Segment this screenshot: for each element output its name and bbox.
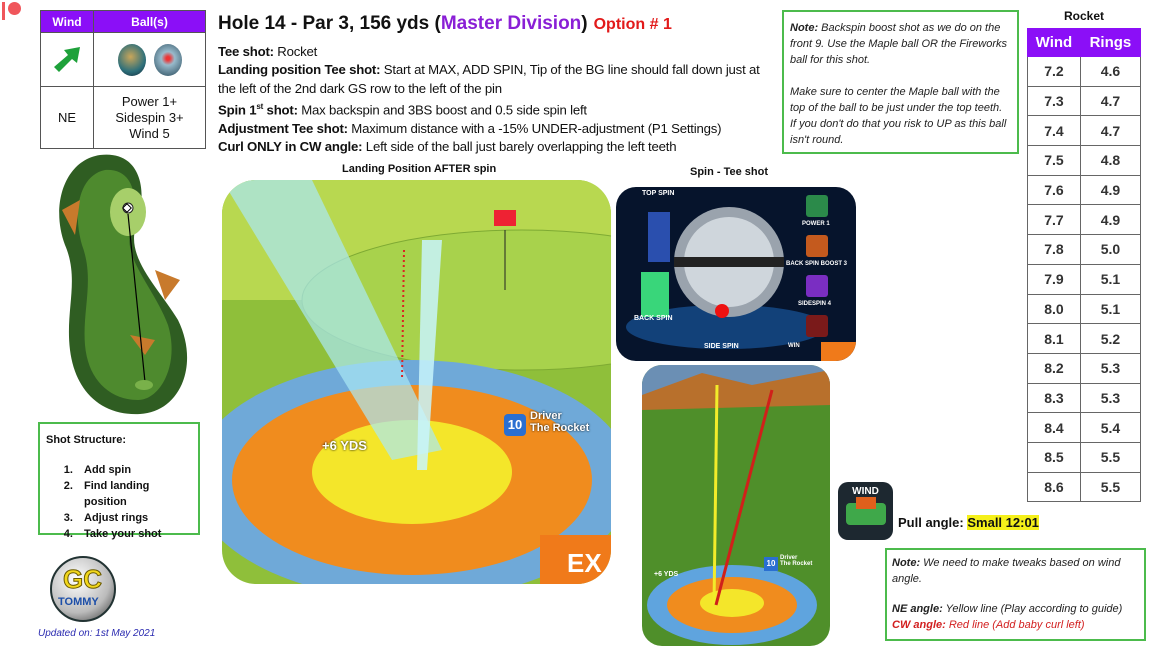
wind-cell: 7.2 [1027, 56, 1081, 87]
svg-text:EX: EX [567, 548, 602, 578]
rings-cell: 4.9 [1079, 174, 1142, 206]
backspin-boost: BACK SPIN BOOST 3 [786, 261, 848, 267]
maple-ball-icon [117, 43, 146, 76]
wind-arrow-icon [40, 32, 94, 87]
rings-cell: 4.9 [1079, 204, 1142, 236]
wind-cell: 8.6 [1027, 471, 1081, 503]
wind-cell: 7.7 [1027, 204, 1081, 236]
step: Add spin [76, 462, 192, 478]
wind-direction: NE [40, 86, 94, 149]
wind-cell: 8.4 [1027, 412, 1081, 443]
wind-icon: WIND [838, 482, 893, 540]
sidespin-boost: SIDESPIN 4 [798, 301, 832, 307]
shot-structure: Shot Structure: Add spin Find landing po… [38, 422, 200, 540]
wind-cell: 8.5 [1027, 441, 1081, 473]
wind-cell: 7.5 [1027, 145, 1081, 176]
step: Adjust rings [76, 510, 192, 526]
wind-cell: 7.6 [1027, 174, 1081, 206]
rings-cell: 5.4 [1079, 412, 1142, 443]
instruction-adjustment: Adjustment Tee shot: Maximum distance wi… [218, 120, 722, 136]
header-wind: Wind [40, 10, 94, 33]
power-boost: POWER 1 [802, 221, 830, 227]
wind-cell: 7.9 [1027, 263, 1081, 295]
wind-cell: 7.3 [1027, 85, 1081, 117]
rings-cell: 4.6 [1079, 56, 1142, 87]
spin-label: Spin - Tee shot [690, 166, 769, 178]
instructions: Tee shot: Rocket Landing position Tee sh… [218, 43, 778, 156]
wind-cell: 8.1 [1027, 323, 1081, 354]
rings-cell: 5.1 [1079, 293, 1142, 325]
wind-cell: 7.8 [1027, 234, 1081, 265]
note-top: Note: Backspin boost shot as we do on th… [782, 10, 1019, 154]
instruction-tee-shot: Tee shot: Rocket [218, 44, 318, 59]
spin-screenshot: TOP SPIN BACK SPIN SIDE SPIN POWER 1 BAC… [616, 187, 856, 361]
instruction-spin: Spin 1st shot: Max backspin and 3BS boos… [218, 101, 587, 118]
pull-angle: Pull angle: Small 12:01 [898, 515, 1039, 530]
rings-cell: 5.0 [1079, 234, 1142, 265]
patreon-icon[interactable] [0, 0, 22, 24]
ball-stats: Power 1+Sidespin 3+Wind 5 [93, 86, 206, 149]
wind-cell: 8.3 [1027, 382, 1081, 414]
rocket-table-title: Rocket [1063, 9, 1104, 23]
instruction-curl: Curl ONLY in CW angle: Left side of the … [218, 138, 677, 154]
rings-cell: 4.8 [1079, 145, 1142, 176]
instruction-landing: Landing position Tee shot: Start at MAX,… [218, 62, 760, 96]
rings-cell: 5.5 [1079, 471, 1142, 503]
course-map [59, 154, 188, 415]
rings-cell: 4.7 [1079, 115, 1142, 147]
rings-cell: 5.5 [1079, 441, 1142, 473]
rings-cell: 5.3 [1079, 352, 1142, 384]
header-balls: Ball(s) [93, 10, 206, 33]
updated-date: Updated on: 1st May 2021 [38, 628, 156, 639]
wind-cell: 8.0 [1027, 293, 1081, 325]
note-bottom: Note: We need to make tweaks based on wi… [885, 548, 1146, 641]
step: Find landing position [76, 478, 192, 510]
option-label: Option # 1 [593, 16, 672, 33]
fireworks-ball-icon [153, 43, 182, 76]
club-level: 10 [504, 414, 526, 436]
rings-cell: 5.3 [1079, 382, 1142, 414]
landing-label: Landing Position AFTER spin [342, 163, 497, 175]
yds-bonus: +6 YDS [322, 438, 367, 453]
rings-cell: 4.7 [1079, 85, 1142, 117]
wind-cell: 7.4 [1027, 115, 1081, 147]
wind-cell: 8.2 [1027, 352, 1081, 384]
step: Take your shot [76, 526, 192, 542]
rings-cell: 5.2 [1079, 323, 1142, 354]
rings-cell: 5.1 [1079, 263, 1142, 295]
page-title: Hole 14 - Par 3, 156 yds (Master Divisio… [218, 13, 672, 34]
